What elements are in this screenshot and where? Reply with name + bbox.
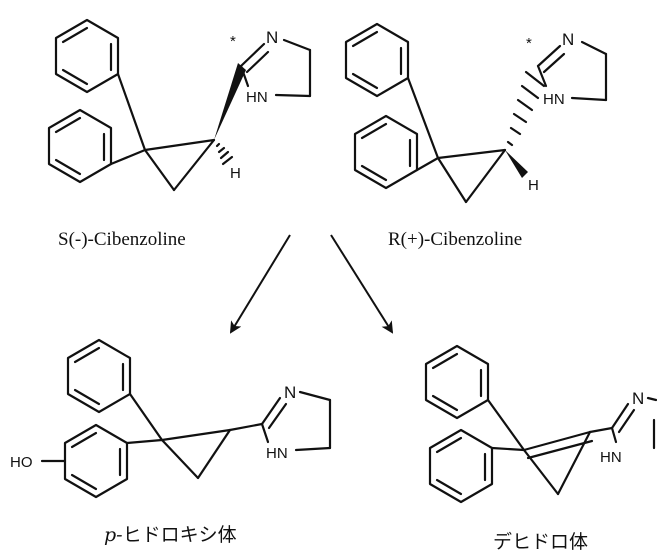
stereo-marker: * [526,35,532,52]
hashed-bond [506,70,546,147]
amine-label: HN [543,91,565,108]
phenyl-ring [424,344,490,420]
cyclopropane-ring [160,428,232,480]
imidazoline-ring [260,390,332,452]
amine-label: HN [266,445,288,462]
hydroxyl-label: HO [10,454,33,471]
cyclopropane-ring [143,138,216,192]
imidazoline-ring [239,38,312,98]
s-cibenzoline-structure: H N HN * [47,18,312,192]
phenyl-ring [428,428,494,504]
arrow-to-dehydro [330,234,394,334]
phenol-ring [63,423,129,499]
nitrogen-label: N [266,28,278,47]
phenyl-ring [54,18,120,94]
phenyl-ring [353,114,419,190]
phenyl-ring [344,22,410,98]
r-cibenzoline-label: R(+)-Cibenzoline [388,229,522,250]
dehydro-structure: N HN [424,344,657,504]
imidazoline-ring [610,396,657,450]
hydrogen-label: H [230,165,241,182]
nitrogen-label: N [632,389,644,408]
r-cibenzoline-structure: H N HN * [344,22,608,204]
cyclopropane-ring [436,148,507,204]
arrow-to-p-hydroxy [229,234,291,334]
nitrogen-label: N [284,383,296,402]
imidazoline-ring [536,40,608,102]
phenyl-ring [47,108,113,184]
hashed-bond [215,142,234,166]
p-hydroxy-label: p-ヒドロキシ体 [104,524,237,546]
p-hydroxy-label-suffix: ヒドロキシ体 [123,524,237,546]
hydrogen-label: H [528,177,539,194]
amine-label: HN [600,449,622,466]
p-hydroxy-structure: HO N HN [10,338,332,499]
p-hydroxy-label-prefix: p- [104,524,123,546]
dehydro-label: デヒドロ体 [493,531,588,553]
s-cibenzoline-label: S(-)-Cibenzoline [58,229,186,250]
nitrogen-label: N [562,30,574,49]
phenyl-ring [66,338,132,414]
stereo-marker: * [230,33,236,50]
cyclopropene-ring [522,430,594,496]
amine-label: HN [246,89,268,106]
